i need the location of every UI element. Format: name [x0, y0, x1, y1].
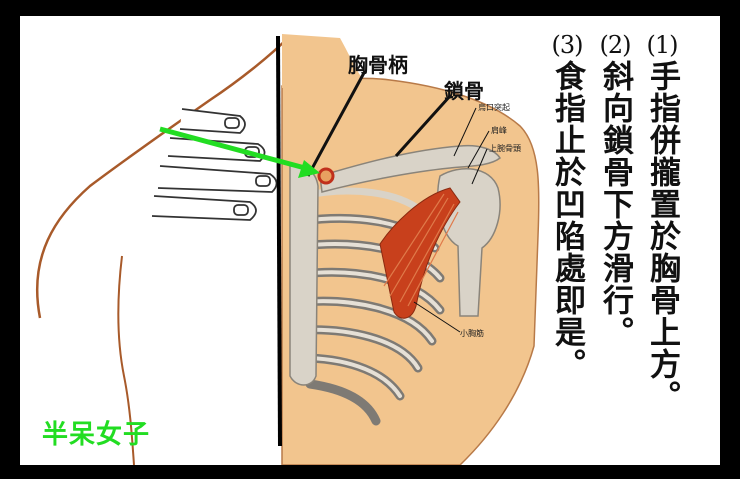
divider-line [276, 35, 282, 447]
step-3: (3) 食指止於凹陷處即是。 [547, 30, 587, 380]
label-coracoid: 烏口突起 [478, 103, 510, 112]
nail-3 [255, 175, 271, 187]
direction-arrow [159, 126, 320, 178]
step-3-number: (3) [551, 31, 584, 59]
target-point [317, 167, 335, 185]
step-1-text: 手指併攏置於胸骨上方。 [644, 60, 680, 412]
pectoralis-minor-striations [383, 193, 459, 307]
label-humeral-head: 上腕骨頭 [489, 144, 521, 153]
nail-1 [224, 117, 240, 129]
label-acromion: 肩峰 [491, 126, 507, 135]
leader-lines [306, 70, 490, 333]
label-sternum-handle: 胸骨柄 [348, 53, 408, 77]
label-pectoralis-minor: 小胸筋 [460, 329, 484, 338]
arm-outline [117, 255, 135, 465]
nail-4 [233, 204, 249, 216]
step-2: (2) 斜向鎖骨下方滑行。 [595, 30, 635, 348]
sternum [289, 164, 319, 386]
finger-4 [151, 195, 257, 221]
neck [282, 34, 365, 88]
step-2-text: 斜向鎖骨下方滑行。 [597, 60, 633, 348]
anatomy-illustration [35, 34, 540, 465]
illustration-panel: 胸骨柄 鎖骨 烏口突起 肩峰 上腕骨頭 小胸筋 (1) 手指併攏置於胸骨上方。 … [20, 16, 720, 465]
finger-2 [167, 137, 266, 162]
finger-3 [157, 165, 278, 193]
step-3-text: 食指止於凹陷處即是。 [549, 60, 585, 380]
fingers-sketch [151, 108, 278, 221]
step-1: (1) 手指併攏置於胸骨上方。 [642, 30, 682, 412]
label-clavicle: 鎖骨 [444, 79, 484, 103]
watermark-logo: 半呆女子 [42, 420, 151, 450]
step-2-number: (2) [599, 31, 632, 59]
step-1-number: (1) [646, 31, 679, 59]
clavicle-bone [319, 144, 501, 193]
pectoralis-minor [379, 187, 461, 319]
shoulder-outline [35, 35, 291, 319]
